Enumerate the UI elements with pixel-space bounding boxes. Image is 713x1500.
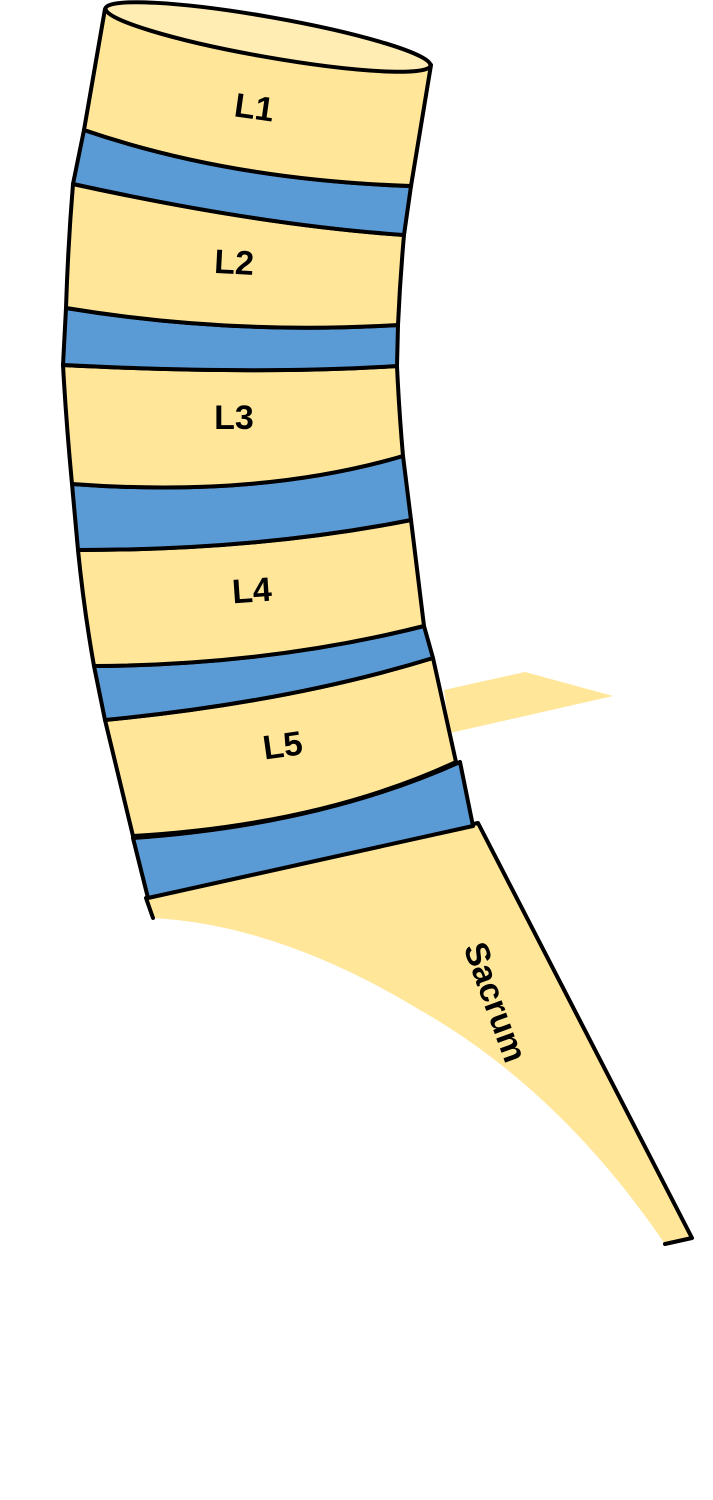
label-l5: L5	[260, 724, 305, 767]
pointer-wedge	[444, 672, 613, 733]
label-l4: L4	[231, 571, 273, 612]
sacrum-outline	[144, 821, 694, 1246]
label-l2: L2	[213, 243, 255, 283]
vertebra-l1-top	[103, 0, 433, 74]
sacrum	[146, 823, 692, 1244]
label-l3: L3	[214, 399, 254, 437]
label-l1: L1	[232, 86, 277, 129]
